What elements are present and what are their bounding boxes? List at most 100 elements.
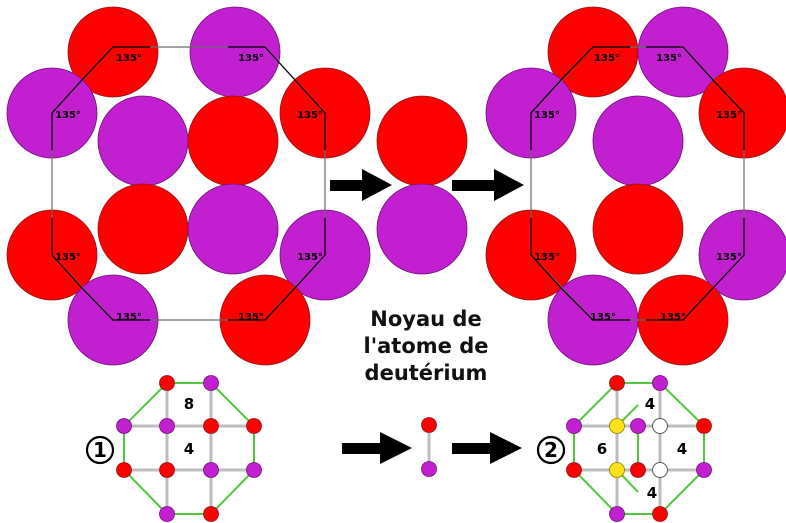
deuterium-caption: Noyau de l'atome de deutérium (362, 306, 490, 387)
angle-label: 135° (716, 252, 742, 263)
angle-label: 135° (55, 110, 81, 121)
face-count: 8 (184, 395, 194, 413)
node-red (630, 462, 646, 478)
sphere-red (187, 95, 279, 187)
right-angle-labels: 135° 135° 135° 135° 135° 135° 135° 135° (534, 53, 742, 323)
angle-label: 135° (297, 252, 323, 263)
angle-mark (560, 46, 630, 81)
schematic-1-grid (124, 383, 254, 514)
angle-mark (81, 46, 150, 81)
sphere-red (376, 95, 468, 187)
node-purple (630, 418, 646, 434)
node-red (159, 375, 175, 391)
angle-label: 135° (116, 312, 142, 323)
node-purple (566, 418, 582, 434)
sphere-red (97, 183, 189, 275)
angle-mark (530, 79, 562, 150)
top-arrows (330, 169, 524, 201)
node-red (159, 462, 175, 478)
arrow-right-icon (452, 432, 522, 464)
angle-mark (228, 287, 296, 321)
angle-label: 135° (716, 110, 742, 121)
left-angle-marks (51, 46, 326, 321)
angle-mark (294, 79, 326, 150)
node-purple (203, 375, 219, 391)
angle-label: 135° (590, 312, 616, 323)
node-purple (421, 461, 437, 477)
node-empty (652, 462, 668, 478)
right-angle-marks (530, 46, 745, 321)
node-empty (652, 418, 668, 434)
angle-label: 135° (534, 252, 560, 263)
node-purple (159, 418, 175, 434)
node-purple (696, 462, 712, 478)
node-red (203, 506, 219, 522)
svg-text:1: 1 (93, 438, 107, 462)
node-yellow (609, 462, 625, 478)
node-purple (246, 462, 262, 478)
angle-label: 135° (238, 53, 264, 64)
sphere-red (698, 67, 786, 159)
node-red (246, 418, 262, 434)
deuterium-schematic (421, 417, 437, 477)
angle-mark (712, 79, 745, 150)
angle-label: 135° (594, 53, 620, 64)
schematic-1: 8 4 1 (85, 375, 262, 522)
angle-mark (646, 287, 714, 321)
sphere-purple (592, 95, 684, 187)
schematic-2: 4 6 4 4 2 (536, 375, 712, 522)
angle-mark (228, 46, 296, 81)
face-count: 4 (645, 395, 655, 413)
left-inner-spheres (97, 95, 279, 275)
node-purple (203, 462, 219, 478)
angle-label: 135° (297, 110, 323, 121)
left-outer-spheres (6, 6, 371, 366)
node-purple (652, 375, 668, 391)
angle-mark (51, 79, 83, 150)
schematic-2-green-links (616, 404, 639, 493)
angle-mark (51, 218, 83, 289)
bottom-arrows (342, 432, 522, 464)
face-count: 4 (677, 440, 687, 458)
face-count: 4 (184, 440, 194, 458)
node-yellow (609, 418, 625, 434)
sphere-purple (189, 6, 281, 98)
angle-label: 135° (116, 53, 142, 64)
sphere-purple (187, 183, 279, 275)
right-inner-spheres (592, 95, 684, 275)
sphere-purple (97, 95, 189, 187)
node-red (652, 506, 668, 522)
face-count: 6 (597, 440, 607, 458)
svg-text:2: 2 (544, 438, 558, 462)
sphere-purple (637, 6, 729, 98)
angle-mark (712, 218, 745, 289)
angle-label: 135° (238, 312, 264, 323)
schematic-2-label: 2 (536, 435, 566, 465)
node-red (203, 418, 219, 434)
caption-line: deutérium (364, 361, 488, 385)
node-red (421, 417, 437, 433)
arrow-right-icon (342, 432, 412, 464)
node-purple (159, 506, 175, 522)
caption-line: Noyau de (370, 307, 482, 331)
sphere-red (67, 6, 159, 98)
right-nucleus: 135° 135° 135° 135° 135° 135° 135° 135° (485, 6, 786, 366)
left-angle-labels: 135° 135° 135° 135° 135° 135° 135° 135° (55, 53, 323, 323)
left-nucleus: 135° 135° 135° 135° 135° 135° 135° 135° (6, 6, 371, 366)
angle-label: 135° (534, 110, 560, 121)
angle-label: 135° (660, 312, 686, 323)
arrow-right-icon (452, 169, 524, 201)
schematic-1-label: 1 (85, 435, 115, 465)
schematic-1-nodes (116, 375, 262, 522)
arrow-right-icon (330, 169, 392, 201)
node-purple (116, 418, 132, 434)
node-red (696, 418, 712, 434)
angle-mark (646, 46, 714, 81)
angle-mark (530, 218, 562, 289)
angle-mark (560, 287, 630, 321)
angle-label: 135° (55, 252, 81, 263)
node-purple (609, 506, 625, 522)
node-red (116, 462, 132, 478)
face-count: 4 (647, 484, 657, 502)
